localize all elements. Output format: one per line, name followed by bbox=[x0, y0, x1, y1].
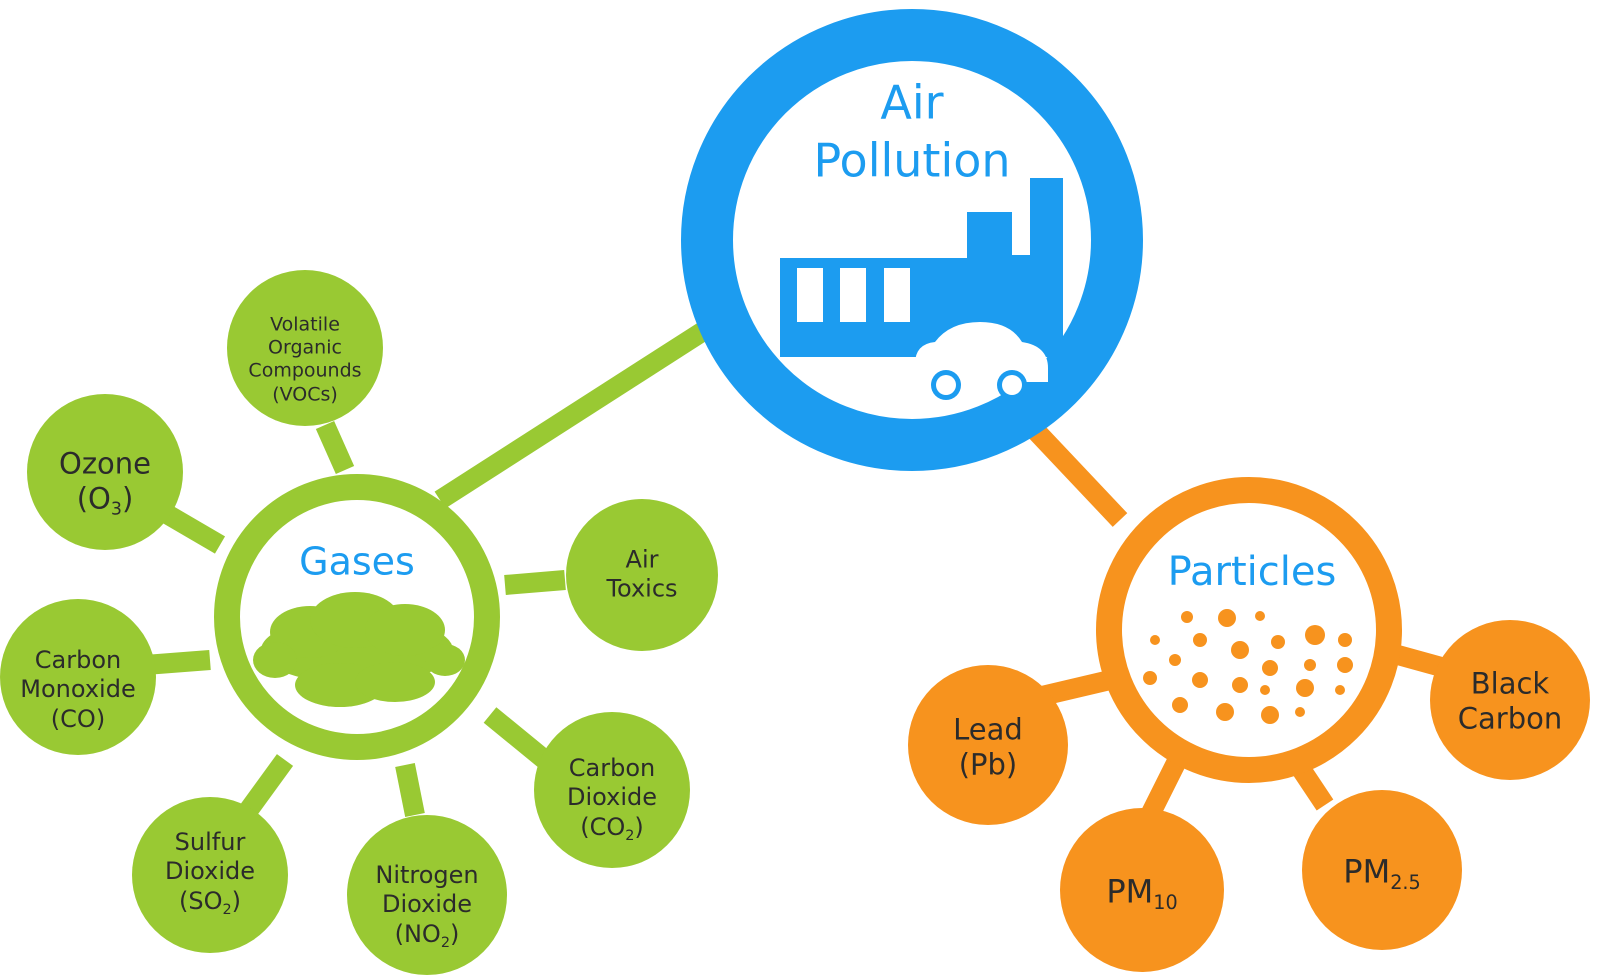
node-sulfur-dioxide bbox=[132, 797, 288, 953]
label-pm10: PM10 bbox=[1106, 872, 1178, 915]
label-pm25: PM2.5 bbox=[1343, 852, 1421, 895]
label-lead: Lead (Pb) bbox=[953, 712, 1023, 782]
cloud-icon bbox=[253, 592, 465, 707]
gases-title: Gases bbox=[299, 539, 415, 584]
node-ozone bbox=[27, 394, 183, 550]
label-ozone: Ozone (O3) bbox=[58, 446, 152, 521]
connector-gases-ozone bbox=[154, 501, 226, 554]
label-air-toxics: Air Toxics bbox=[606, 545, 678, 603]
gases-hub bbox=[214, 474, 500, 760]
main-title: Air Pollution bbox=[813, 75, 1010, 190]
connector-gases-vocs bbox=[315, 420, 355, 475]
air-pollution-hub bbox=[681, 9, 1143, 471]
label-black-carbon: Black Carbon bbox=[1457, 666, 1563, 736]
connector-main-particles bbox=[1027, 423, 1128, 527]
node-carbon-monoxide bbox=[0, 599, 156, 755]
connector-gases-co bbox=[144, 650, 211, 675]
node-lead bbox=[908, 665, 1068, 825]
main-title-line1: Air bbox=[880, 75, 944, 130]
node-carbon-dioxide bbox=[534, 712, 690, 868]
connector-gases-no2 bbox=[395, 763, 425, 817]
connector-main-gases bbox=[434, 321, 711, 509]
node-air-toxics bbox=[566, 499, 718, 651]
node-black-carbon bbox=[1430, 620, 1590, 780]
connector-gases-co2 bbox=[483, 707, 552, 768]
connector-gases-toxics bbox=[504, 570, 566, 595]
particles-title: Particles bbox=[1167, 549, 1337, 595]
label-carbon-dioxide: Carbon Dioxide (CO2) bbox=[567, 754, 657, 844]
gas-nodes bbox=[0, 270, 718, 975]
node-vocs bbox=[227, 270, 383, 426]
node-nitrogen-dioxide bbox=[347, 815, 507, 975]
connector-gases-so2 bbox=[236, 754, 294, 821]
label-carbon-monoxide: Carbon Monoxide (CO) bbox=[20, 646, 136, 733]
node-pm10 bbox=[1060, 808, 1224, 972]
particles-hub bbox=[1096, 477, 1402, 783]
particles-dots-icon bbox=[1143, 609, 1353, 724]
label-vocs: Volatile Organic Compounds (VOCs) bbox=[248, 313, 362, 406]
particle-nodes bbox=[908, 620, 1590, 972]
label-sulfur-dioxide: Sulfur Dioxide (SO2) bbox=[165, 828, 255, 918]
label-nitrogen-dioxide: Nitrogen Dioxide (NO2) bbox=[375, 861, 479, 951]
main-title-line2: Pollution bbox=[813, 133, 1011, 187]
factory-car-icon bbox=[780, 178, 1063, 400]
node-pm25 bbox=[1302, 790, 1462, 950]
